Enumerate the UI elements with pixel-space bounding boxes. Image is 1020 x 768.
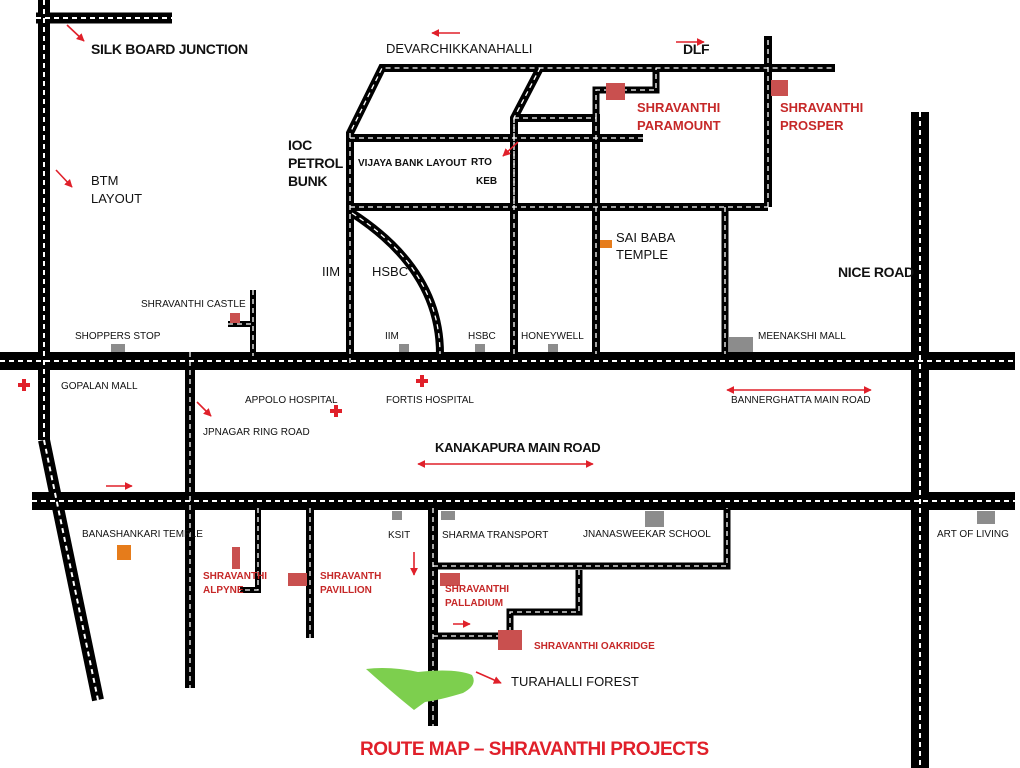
shravanth-pavillion-label: SHRAVANTH PAVILLION xyxy=(320,571,382,596)
ksit-label: KSIT xyxy=(388,530,411,541)
hsbc-curve-lane-marking xyxy=(351,212,441,355)
btm-arrow-icon xyxy=(55,169,73,188)
art-of-living-label: ART OF LIVING xyxy=(937,529,1009,540)
ioc-petrol-bunk-label: IOC PETROL BUNK xyxy=(288,137,343,189)
kanakapura-main-road-label: KANAKAPURA MAIN ROAD xyxy=(435,440,601,455)
shravanthi-prosper-label: SHRAVANTHI PROSPER xyxy=(780,100,864,133)
rto-arrow-icon xyxy=(502,141,519,157)
turahalli-arrow-icon xyxy=(475,671,502,684)
dlf-label: DLF xyxy=(683,41,710,57)
shravanthi-palladium-marker xyxy=(440,573,460,586)
shravanthi-paramount-marker xyxy=(606,83,625,100)
iim-road xyxy=(346,64,835,363)
meenakshi-mall-label: MEENAKSHI MALL xyxy=(758,331,846,342)
gopalan-hospital-cross-icon xyxy=(18,379,30,391)
fortis-hospital-label: FORTIS HOSPITAL xyxy=(386,395,474,406)
nice-road-label: NICE ROAD xyxy=(838,264,914,280)
bannerghatta-main-road-label: BANNERGHATTA MAIN ROAD xyxy=(731,395,871,406)
silk-board-arrow-icon xyxy=(66,24,85,42)
dlf-loop-lane-marking xyxy=(514,117,597,354)
shravanth-pavillion-marker xyxy=(288,573,307,586)
iim-landmark-label: IIM xyxy=(385,331,399,342)
turahalli-forest-area xyxy=(366,668,474,710)
gopalan-mall-label: GOPALAN MALL xyxy=(61,381,138,392)
dlf-loop xyxy=(514,114,600,354)
shravanthi-oakridge-marker xyxy=(498,630,522,650)
art-of-living-marker xyxy=(977,511,995,524)
hsbc-area-label: HSBC xyxy=(372,264,409,279)
map-title: ROUTE MAP – SHRAVANTHI PROJECTS xyxy=(360,739,709,760)
shravanthi-alpyne-label: SHRAVANTHI ALPYNE xyxy=(203,571,268,596)
appolo-hospital-label: APPOLO HOSPITAL xyxy=(245,395,338,406)
vijaya-bank-layout-label: VIJAYA BANK LAYOUT xyxy=(358,158,467,169)
jnanasweekar-school-label: JNANASWEEKAR SCHOOL xyxy=(583,529,711,540)
shravanthi-prosper-marker xyxy=(771,80,788,96)
devarchikkanahalli-label: DEVARCHIKKANAHALLI xyxy=(386,41,533,56)
iim-marker xyxy=(399,344,409,352)
hsbc-marker xyxy=(475,344,485,352)
shoppers-stop-marker xyxy=(111,344,125,352)
sharma-transport-marker xyxy=(441,511,455,520)
jnanasweekar-school-marker xyxy=(645,511,664,527)
silk-board-junction-label: SILK BOARD JUNCTION xyxy=(91,41,248,57)
hsbc-landmark-label: HSBC xyxy=(468,331,496,342)
sai-baba-temple-marker xyxy=(600,240,612,248)
jnanasweekar-road xyxy=(433,508,731,570)
shravanthi-palladium-label: SHRAVANTHI PALLADIUM xyxy=(445,584,510,609)
alpyne-road-lane-marking xyxy=(240,508,259,591)
paramount-link-lane-marking xyxy=(595,68,657,118)
shoppers-stop-label: SHOPPERS STOP xyxy=(75,331,161,342)
banashankari-temple-marker xyxy=(117,545,131,560)
appolo-hospital-cross-icon xyxy=(330,405,342,417)
sharma-transport-label: SHARMA TRANSPORT xyxy=(442,530,549,541)
banashankari-temple-label: BANASHANKARI TEMPLE xyxy=(82,529,203,540)
shravanthi-alpyne-marker xyxy=(232,547,240,569)
ksit-marker xyxy=(392,511,402,520)
sai-baba-temple-label: SAI BABA TEMPLE xyxy=(616,230,675,262)
keb-label: KEB xyxy=(476,176,498,187)
meenakshi-mall-marker xyxy=(729,337,753,352)
honeywell-label: HONEYWELL xyxy=(521,331,584,342)
shravanthi-paramount-label: SHRAVANTHI PARAMOUNT xyxy=(637,100,721,133)
btm-layout-label: BTM LAYOUT xyxy=(91,173,143,206)
jp-nagar-ring-road-label: JPNAGAR RING ROAD xyxy=(203,427,310,438)
palladium-road-lane-marking xyxy=(433,570,580,637)
shravanthi-castle-marker xyxy=(230,313,240,323)
rto-label: RTO xyxy=(471,157,492,168)
turahalli-forest-label: TURAHALLI FOREST xyxy=(511,674,639,689)
ring-road-arrow-icon xyxy=(196,401,212,417)
fortis-hospital-cross-icon xyxy=(416,375,428,387)
iim-area-label: IIM xyxy=(322,264,341,279)
honeywell-marker xyxy=(548,344,558,352)
shravanthi-castle-label: SHRAVANTHI CASTLE xyxy=(141,299,246,310)
shravanthi-oakridge-label: SHRAVANTHI OAKRIDGE xyxy=(534,641,655,652)
old-madras-diagonal xyxy=(38,438,104,702)
